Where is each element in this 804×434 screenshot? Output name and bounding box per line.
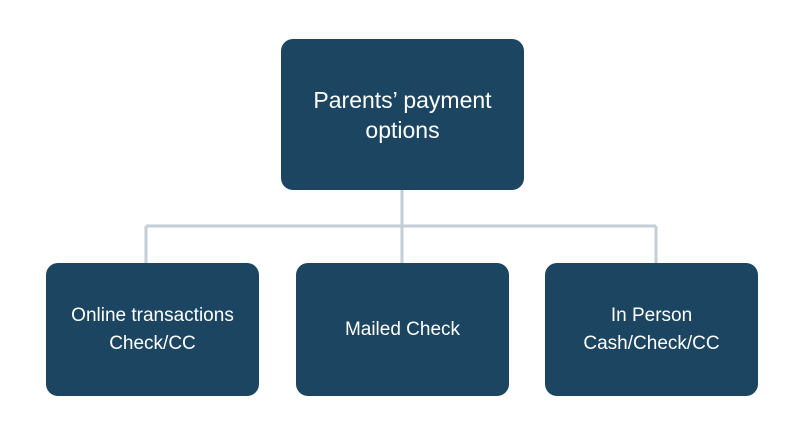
root-node-label-line-1: Parents’ payment — [313, 86, 492, 113]
root-node-label-line-2: options — [365, 116, 440, 143]
child-node-online-label-line-2: Check/CC — [109, 332, 196, 354]
child-node-in-person-label-line-1: In Person — [610, 304, 693, 326]
child-node-mailed-label: Mailed Check — [344, 318, 461, 340]
child-node-in-person-label-line-2: Cash/Check/CC — [583, 332, 720, 354]
child-node-online-label-line-1: Online transactions — [71, 304, 234, 326]
child-node-online-transactions: Online transactions Check/CC — [46, 263, 259, 396]
root-node-parents-payment-options: Parents’ payment options — [281, 39, 524, 190]
child-node-in-person: In Person Cash/Check/CC — [545, 263, 758, 396]
child-node-mailed-check: Mailed Check — [296, 263, 509, 396]
